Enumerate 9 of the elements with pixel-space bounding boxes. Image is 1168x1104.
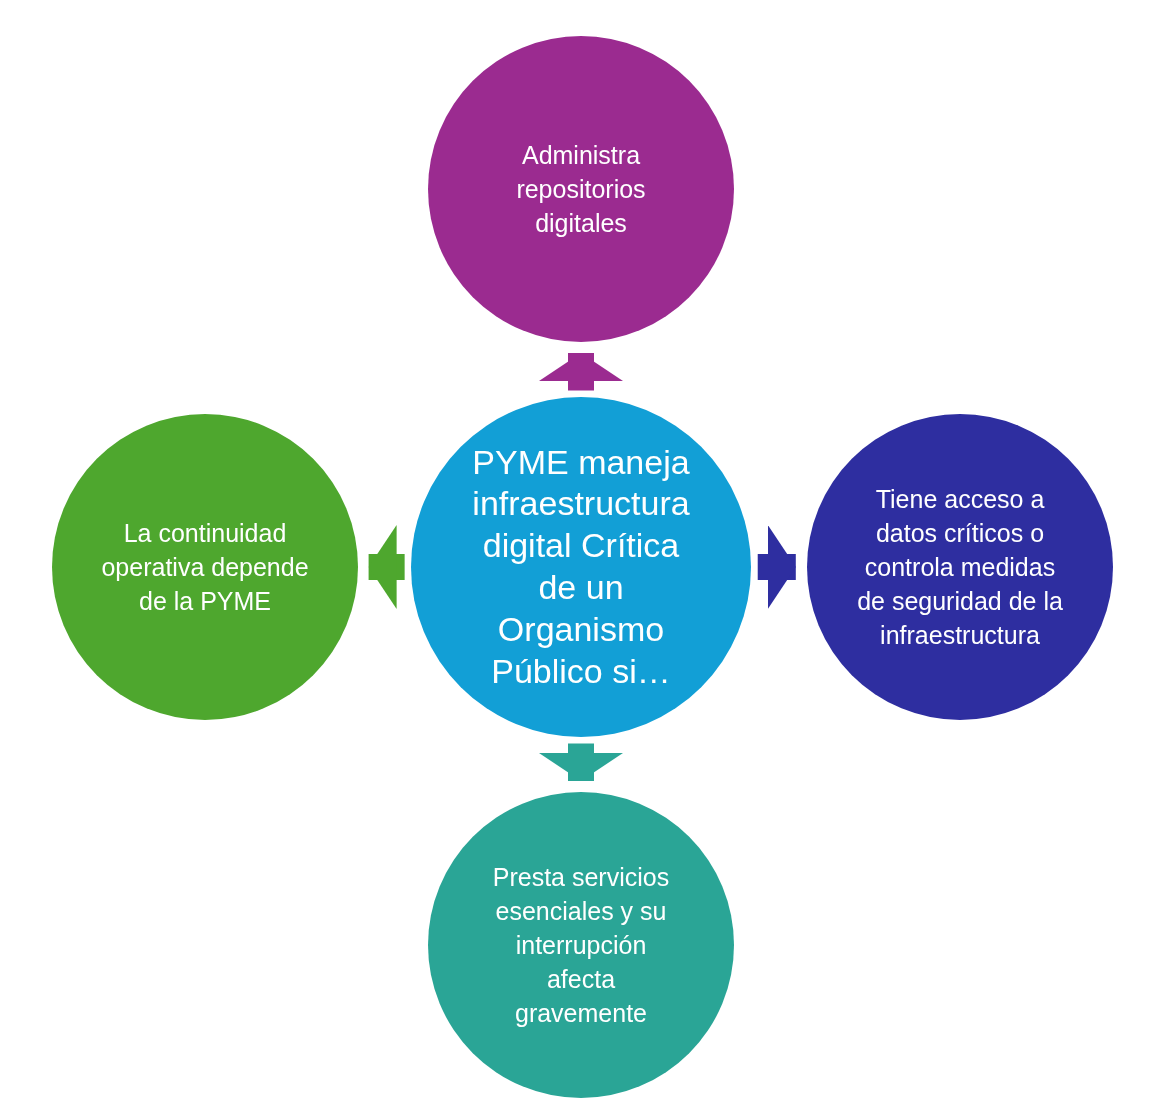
node-text: La continuidad operativa depende de la PYME xyxy=(100,518,310,617)
arrow xyxy=(539,353,623,391)
node-text: PYME maneja infraestructura digital Crítica de un Organismo Público si… xyxy=(471,441,691,692)
node-text: Administra repositorios digitales xyxy=(515,140,647,239)
node-text: Presta servicios esenciales y su interrupción afecta gravemente xyxy=(491,862,671,1029)
arrow xyxy=(368,525,405,609)
arrow xyxy=(757,525,796,609)
arrow xyxy=(539,743,623,781)
node-text: Tiene acceso a datos críticos o controla medidas de seguridad de la infraestructura xyxy=(856,484,1064,651)
